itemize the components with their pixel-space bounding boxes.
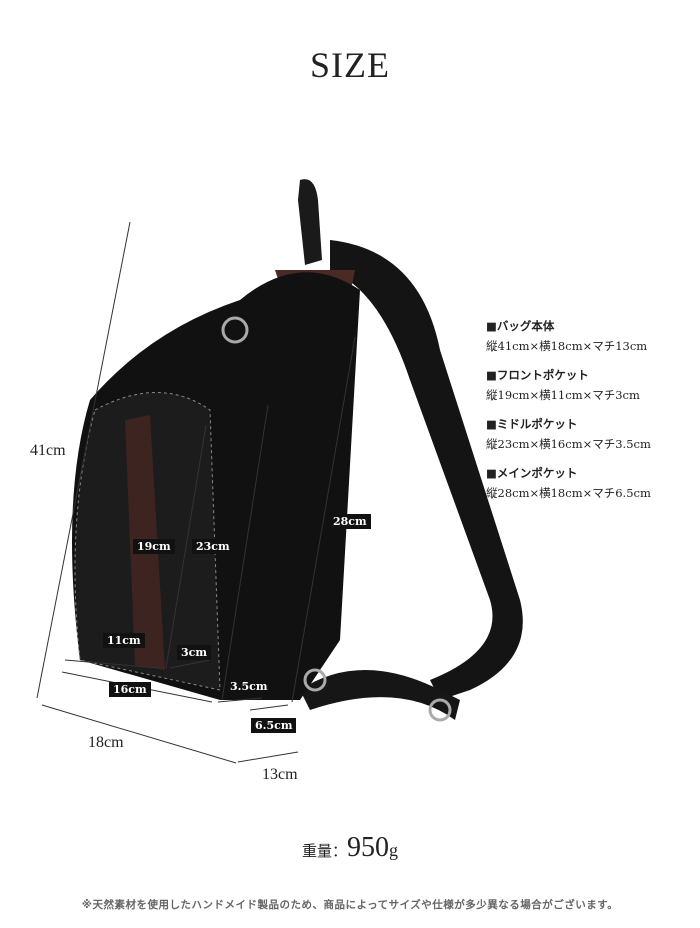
spec-heading: ■フロントポケット [486,368,589,382]
tag-main-depth: 6.5cm [251,718,297,733]
weight-unit: g [389,840,398,860]
spec-value: 縦23cm×横16cm×マチ3.5cm [486,437,651,451]
spec-heading: ■ミドルポケット [486,417,578,431]
measure-lines [36,221,356,764]
tag-front-height: 19cm [133,539,175,554]
clasp-hardware [303,668,327,692]
spec-heading: ■バッグ本体 [486,319,555,333]
top-handle [298,179,322,265]
lower-strap [300,670,460,720]
spec-body: ■バッグ本体縦41cm×横18cm×マチ13cm [486,316,651,356]
spec-front-pocket: ■フロントポケット縦19cm×横11cm×マチ3cm [486,365,651,405]
spec-value: 縦19cm×横11cm×マチ3cm [486,388,640,402]
tag-front-width: 11cm [103,633,145,648]
tag-middle-depth: 3.5cm [226,679,272,694]
tag-middle-height: 23cm [192,539,234,554]
page-title: SIZE [310,45,390,85]
tag-main-height: 28cm [329,514,371,529]
weight-value: 950 [347,832,389,863]
weight-label: 重量： [301,844,347,860]
width-label: 18cm [88,734,124,751]
spec-main-pocket: ■メインポケット縦28cm×横18cm×マチ6.5cm [486,463,651,503]
height-label: 41cm [30,442,66,459]
spec-middle-pocket: ■ミドルポケット縦23cm×横16cm×マチ3.5cm [486,414,651,454]
spec-list: ■バッグ本体縦41cm×横18cm×マチ13cm ■フロントポケット縦19cm×… [486,316,651,512]
spec-value: 縦41cm×横18cm×マチ13cm [486,339,648,353]
ring-hardware [221,316,249,344]
tag-middle-width: 16cm [109,682,151,697]
tag-front-depth: 3cm [177,645,211,660]
shoulder-strap [330,240,523,700]
spec-value: 縦28cm×横18cm×マチ6.5cm [486,486,651,500]
weight: 重量：950g [0,832,700,864]
depth-label: 13cm [262,766,298,783]
disclaimer-note: ※天然素材を使用したハンドメイド製品のため、商品によってサイズや仕様が多少異なる… [81,899,619,911]
spec-heading: ■メインポケット [486,466,578,480]
buckle-hardware [428,698,452,722]
